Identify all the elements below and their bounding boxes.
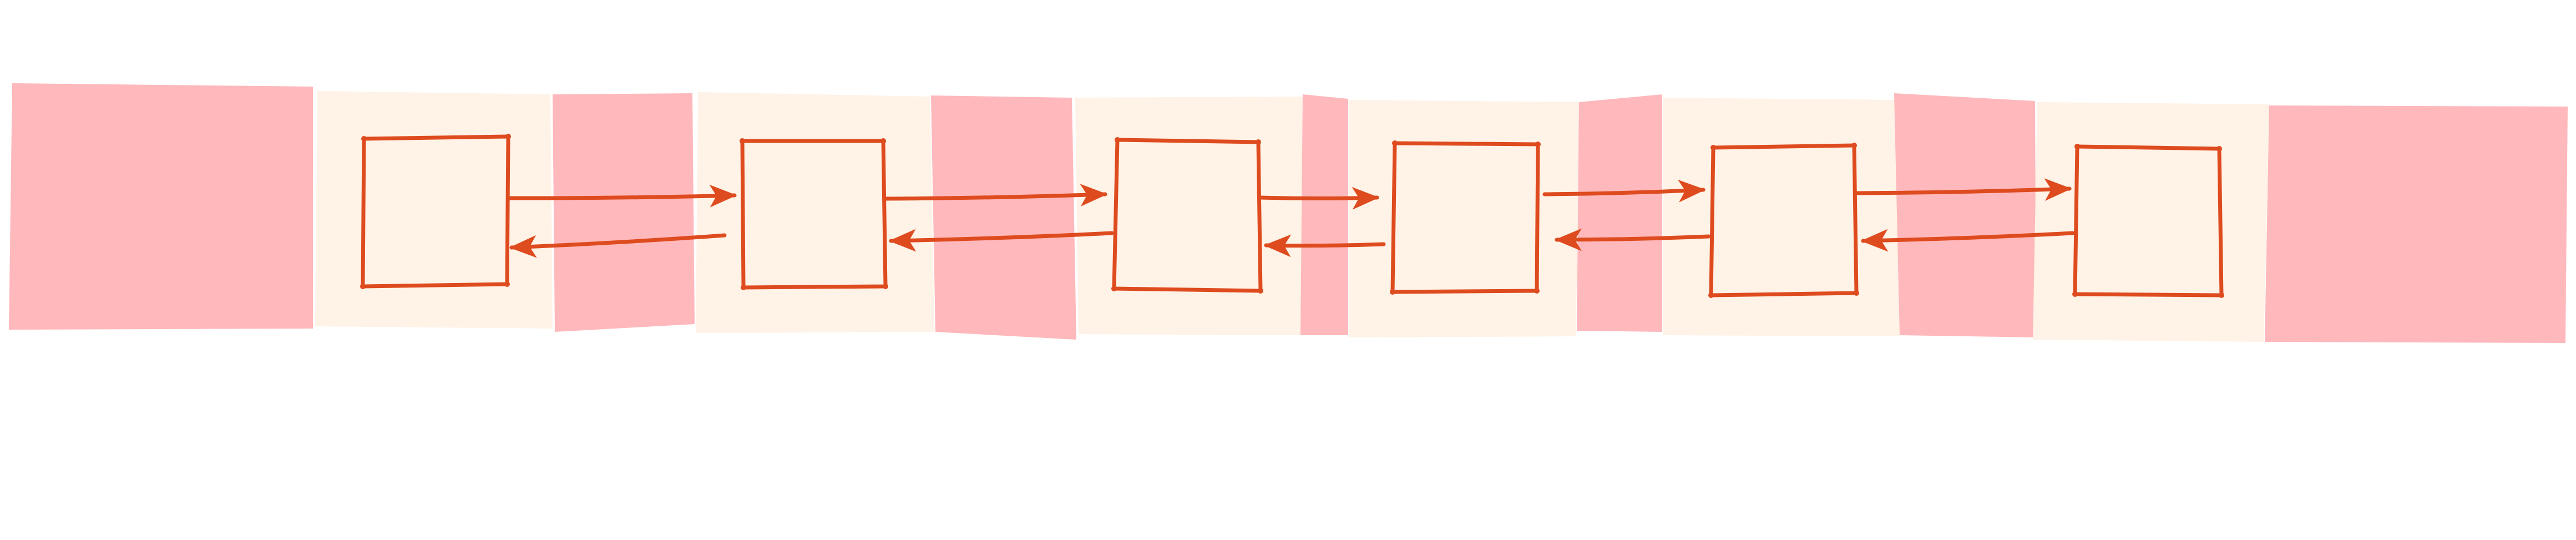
list-node-5-corner-1 bbox=[1710, 145, 1716, 150]
backward-link-6-5 bbox=[1860, 229, 2075, 252]
list-node-4-corner-2 bbox=[1535, 142, 1541, 147]
gap-band-5 bbox=[931, 95, 1076, 340]
list-node-6-corner-4 bbox=[2072, 291, 2078, 297]
gap-band-9 bbox=[1577, 94, 1662, 332]
gap-band-11 bbox=[1894, 93, 2036, 337]
list-node-6-corner-2 bbox=[2216, 146, 2222, 152]
node-tile-2 bbox=[315, 91, 553, 329]
list-node-6-corner-1 bbox=[2074, 144, 2080, 149]
list-node-4-corner-1 bbox=[1392, 140, 1398, 146]
node-tile-4 bbox=[696, 92, 934, 333]
list-node-2-corner-4 bbox=[741, 285, 746, 290]
list-node-4-corner-4 bbox=[1390, 289, 1395, 295]
forward-link-2-3 bbox=[883, 184, 1108, 206]
backward-link-4-3 bbox=[1263, 234, 1386, 258]
nodes-layer bbox=[360, 134, 2224, 298]
forward-link-5-6 bbox=[1854, 178, 2072, 201]
node-tile-6 bbox=[1075, 97, 1303, 335]
list-node-2-corner-1 bbox=[740, 138, 745, 144]
list-node-3-corner-1 bbox=[1115, 137, 1120, 143]
forward-link-1-2 bbox=[506, 184, 737, 208]
list-node-2-corner-3 bbox=[883, 284, 888, 289]
gap-band-7 bbox=[1300, 94, 1348, 335]
list-node-1-corner-4 bbox=[360, 284, 366, 289]
background-bands bbox=[9, 83, 2568, 343]
list-node-3-corner-2 bbox=[1256, 139, 1261, 145]
backward-link-5-4 bbox=[1554, 228, 1711, 251]
list-node-5-corner-3 bbox=[1854, 290, 1859, 296]
list-node-2-corner-2 bbox=[880, 138, 886, 144]
backward-link-3-2 bbox=[888, 229, 1114, 252]
list-node-1-corner-2 bbox=[505, 134, 511, 139]
gap-band-13 bbox=[2265, 105, 2568, 343]
forward-link-3-4 bbox=[1258, 186, 1380, 210]
list-node-1-corner-3 bbox=[504, 281, 510, 287]
gap-band-1 bbox=[9, 83, 313, 330]
node-tile-10 bbox=[1663, 98, 1900, 336]
node-tile-12 bbox=[2033, 102, 2269, 342]
list-node-4-corner-3 bbox=[1534, 288, 1540, 294]
node-tile-8 bbox=[1349, 100, 1580, 337]
backward-link-2-1 bbox=[509, 233, 727, 258]
list-node-3-corner-3 bbox=[1258, 288, 1263, 294]
list-node-6-corner-3 bbox=[2219, 292, 2224, 298]
forward-link-4-5 bbox=[1542, 179, 1706, 203]
links-layer bbox=[506, 178, 2075, 258]
list-node-5-corner-4 bbox=[1708, 292, 1714, 298]
gap-band-3 bbox=[553, 93, 695, 332]
list-node-3-corner-4 bbox=[1111, 286, 1117, 291]
list-node-5-corner-2 bbox=[1851, 143, 1857, 148]
list-node-1-corner-1 bbox=[361, 136, 367, 142]
